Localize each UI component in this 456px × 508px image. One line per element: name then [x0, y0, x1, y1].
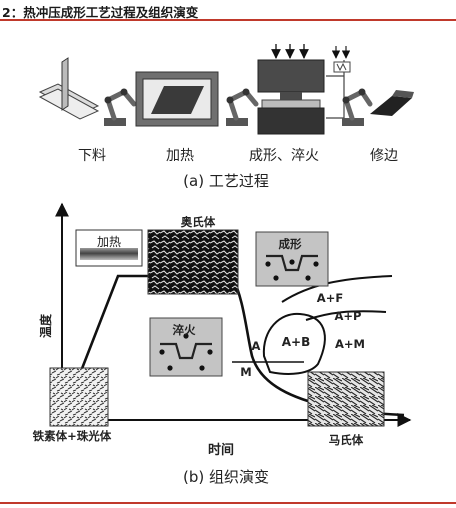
y-axis-label: 温度 [38, 313, 53, 338]
ferrite-boundary [281, 275, 393, 303]
forming-label: 成形 [279, 237, 302, 251]
region-ab: A+B [282, 335, 311, 349]
bottom-rule [0, 502, 456, 504]
heating-label: 加热 [97, 235, 121, 249]
region-af: A+F [317, 291, 343, 305]
robot-arm-icon [342, 88, 373, 126]
step-label-forming-quenching: 成形、淬火 [249, 148, 319, 164]
process-diagram [38, 44, 414, 135]
bainite-zone [262, 312, 326, 375]
press-die-icon [257, 44, 351, 135]
austenite-label: 奥氏体 [180, 215, 216, 229]
step-label-heating: 加热 [166, 148, 194, 164]
blank-sheets-icon [38, 57, 100, 120]
quenching-label: 淬火 [173, 323, 196, 337]
figure-title: 2：热冲压成形工艺过程及组织演变 [2, 5, 199, 20]
robot-arm-icon [226, 88, 259, 126]
region-m: M [240, 365, 251, 379]
evolution-diagram [49, 202, 412, 427]
region-ap: A+P [335, 309, 362, 323]
austenite-micrograph [147, 229, 239, 295]
ferrite-pearlite-micrograph [49, 367, 109, 427]
step-label-blanking: 下料 [78, 148, 106, 164]
ferrite-pearlite-label: 铁素体+珠光体 [33, 429, 112, 443]
martensite-micrograph [307, 371, 385, 427]
region-am: A+M [335, 337, 365, 351]
martensite-label: 马氏体 [329, 433, 364, 447]
region-a: A [252, 339, 261, 353]
heating-furnace-icon [135, 71, 219, 127]
title-rule [0, 19, 456, 21]
quenching-inset [149, 317, 223, 377]
step-label-trimming: 修边 [370, 148, 398, 164]
heating-panel [75, 229, 143, 267]
x-axis-label: 时间 [208, 442, 234, 458]
robot-arm-icon [104, 88, 137, 126]
caption-a: (a) 工艺过程 [183, 172, 269, 190]
trimmed-part-icon [370, 90, 414, 116]
forming-inset [255, 231, 329, 287]
pearlite-boundary [305, 310, 387, 321]
caption-b: (b) 组织演变 [183, 468, 269, 486]
